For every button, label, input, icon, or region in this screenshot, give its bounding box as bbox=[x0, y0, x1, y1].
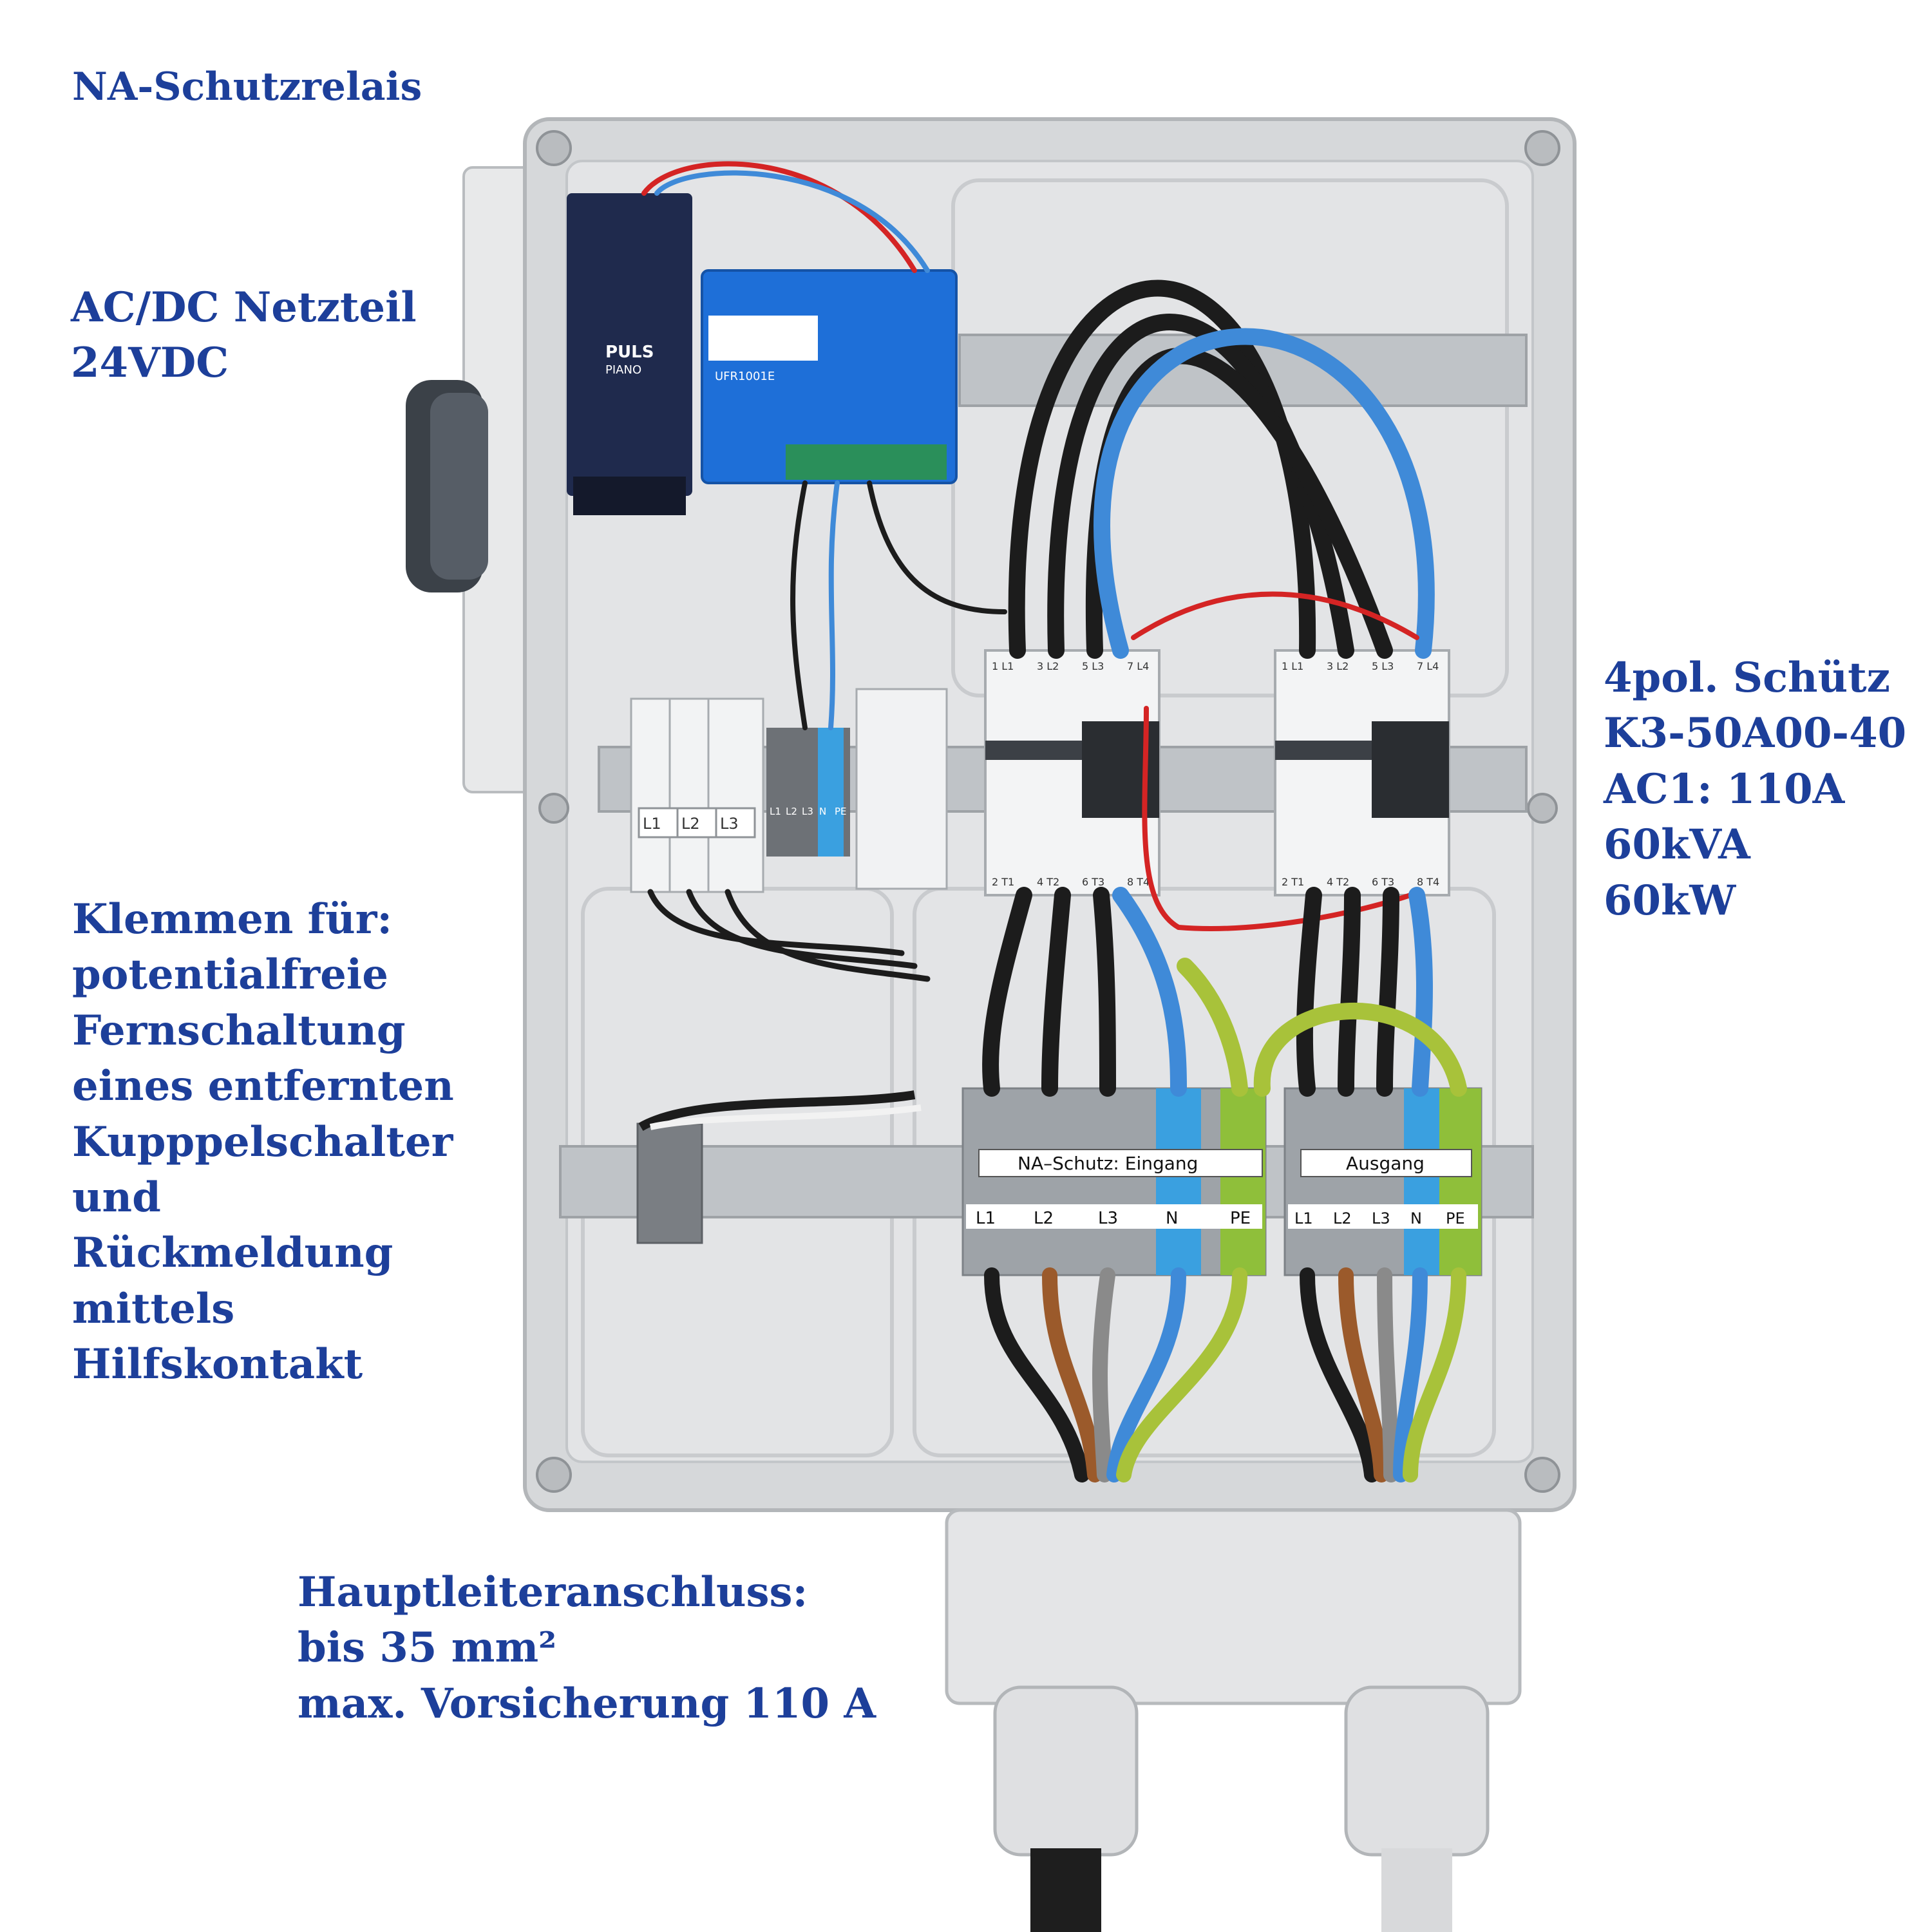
svg-text:4 T2: 4 T2 bbox=[1327, 876, 1349, 888]
psu-line: PIANO bbox=[605, 363, 641, 377]
incoming-cable-right bbox=[1381, 1848, 1452, 1932]
svg-text:NA–Schutz: Eingang: NA–Schutz: Eingang bbox=[1018, 1153, 1198, 1174]
remote-wires bbox=[638, 1090, 916, 1132]
svg-text:L1: L1 bbox=[643, 815, 661, 833]
annotation-terminals-line-9: Hilfskontakt bbox=[72, 1340, 363, 1389]
svg-text:PE: PE bbox=[1446, 1209, 1465, 1227]
output-terminal-strip: Ausgang L1 L2 L3 N PE bbox=[1283, 1087, 1482, 1276]
screw-top-right bbox=[1524, 130, 1560, 166]
annotation-psu-line-2: 24VDC bbox=[71, 339, 229, 388]
contactor-1: 1 L1 3 L2 5 L3 7 L4 2 T1 4 T2 6 T3 8 T4 bbox=[984, 649, 1160, 896]
corner-screws bbox=[536, 130, 1560, 1493]
annotation-contactor-line-2: K3-50A00-40 bbox=[1604, 709, 1907, 758]
annotation-terminals-line-7: Rückmeldung bbox=[72, 1229, 393, 1278]
svg-text:6 T3: 6 T3 bbox=[1082, 876, 1104, 888]
svg-text:N: N bbox=[1166, 1209, 1178, 1228]
psu-module bbox=[567, 193, 692, 496]
svg-text:5 L3: 5 L3 bbox=[1082, 660, 1104, 672]
annotation-terminals-line-4: eines entfernten bbox=[72, 1062, 454, 1111]
annotation-terminals-line-3: Fernschaltung bbox=[72, 1006, 406, 1055]
svg-text:L1: L1 bbox=[976, 1209, 996, 1228]
annotation-terminals-line-2: potentialfreie bbox=[72, 951, 388, 999]
input-terminal-strip: NA–Schutz: Eingang L1 L2 L3 N PE bbox=[961, 1087, 1267, 1276]
annotation-main-conductor-line-2: bis 35 mm² bbox=[298, 1624, 557, 1672]
svg-text:L3: L3 bbox=[1372, 1209, 1390, 1227]
small-terminal-block: L1 L2 L3 N PE bbox=[766, 728, 850, 857]
svg-text:N: N bbox=[819, 806, 826, 817]
svg-text:7 L4: 7 L4 bbox=[1417, 660, 1439, 672]
cable-gland-right bbox=[1344, 1685, 1490, 1857]
na-relay-model: UFR1001E bbox=[715, 370, 775, 383]
svg-text:N: N bbox=[1410, 1209, 1422, 1227]
cable-gland-left bbox=[993, 1685, 1139, 1857]
annotation-terminals-line-6: und bbox=[72, 1173, 161, 1222]
na-relay-base bbox=[786, 444, 947, 480]
svg-text:L1: L1 bbox=[770, 806, 781, 817]
svg-text:L2: L2 bbox=[681, 815, 700, 833]
incoming-wires bbox=[984, 1267, 1466, 1482]
svg-text:L2: L2 bbox=[786, 806, 797, 817]
annotation-terminals-line-5: Kupppelschalter bbox=[72, 1117, 453, 1166]
annotation-relay: NA-Schutzrelais bbox=[72, 61, 422, 113]
svg-text:L3: L3 bbox=[1098, 1209, 1118, 1228]
annotation-main-conductor-line-1: Hauptleiteranschluss: bbox=[298, 1568, 808, 1616]
screw-mid-left bbox=[538, 793, 569, 824]
svg-text:PE: PE bbox=[835, 806, 847, 817]
contactor-2: 1 L1 3 L2 5 L3 7 L4 2 T1 4 T2 6 T3 8 T4 bbox=[1274, 649, 1450, 896]
incoming-cable-left bbox=[1030, 1848, 1101, 1932]
screw-bottom-left bbox=[536, 1457, 572, 1493]
contactor-loop-wires bbox=[1008, 279, 1435, 659]
annotation-psu-line-1: AC/DC Netzteil bbox=[71, 283, 417, 332]
svg-text:2 T1: 2 T1 bbox=[992, 876, 1014, 888]
svg-text:3 L2: 3 L2 bbox=[1037, 660, 1059, 672]
svg-text:1 L1: 1 L1 bbox=[1282, 660, 1303, 672]
annotation-terminals-line-8: mittels bbox=[72, 1284, 235, 1333]
rotary-switch-knob-face bbox=[430, 393, 488, 580]
annotation-contactor-line-4: 60kVA bbox=[1604, 820, 1750, 869]
annotation-contactor-line-5: 60kW bbox=[1604, 876, 1736, 925]
psu-brand: PULS bbox=[605, 343, 654, 362]
auxiliary-relay bbox=[855, 688, 948, 890]
annotation-terminals: Klemmen für: potentialfreie Fernschaltun… bbox=[72, 892, 454, 1393]
annotation-terminals-line-1: Klemmen für: bbox=[72, 895, 393, 943]
screw-top-left bbox=[536, 130, 572, 166]
svg-text:3 L2: 3 L2 bbox=[1327, 660, 1349, 672]
cable-gland-box bbox=[945, 1508, 1522, 1705]
svg-text:L2: L2 bbox=[1034, 1209, 1054, 1228]
svg-text:L1: L1 bbox=[1294, 1209, 1313, 1227]
annotation-main-conductor-line-3: max. Vorsicherung 110 A bbox=[298, 1679, 876, 1728]
remote-terminal-block bbox=[636, 1122, 703, 1244]
breaker-wires bbox=[647, 889, 931, 982]
na-relay-display bbox=[708, 316, 818, 361]
annotation-contactor: 4pol. Schütz K3-50A00-40 AC1: 110A 60kVA… bbox=[1604, 650, 1906, 929]
svg-text:L2: L2 bbox=[1333, 1209, 1352, 1227]
annotation-main-conductor: Hauptleiteranschluss: bis 35 mm² max. Vo… bbox=[298, 1565, 876, 1732]
annotation-psu: AC/DC Netzteil 24VDC bbox=[71, 280, 417, 392]
annotation-contactor-line-3: AC1: 110A bbox=[1604, 764, 1845, 813]
annotation-contactor-line-1: 4pol. Schütz bbox=[1604, 654, 1890, 702]
svg-text:7 L4: 7 L4 bbox=[1127, 660, 1149, 672]
contactor-terminal-wires bbox=[982, 887, 1467, 1097]
svg-text:8 T4: 8 T4 bbox=[1417, 876, 1439, 888]
svg-text:L3: L3 bbox=[802, 806, 813, 817]
svg-text:1 L1: 1 L1 bbox=[992, 660, 1014, 672]
svg-text:PE: PE bbox=[1230, 1209, 1251, 1228]
svg-text:4 T2: 4 T2 bbox=[1037, 876, 1059, 888]
annotation-relay-line: NA-Schutzrelais bbox=[72, 64, 422, 109]
svg-text:Ausgang: Ausgang bbox=[1346, 1153, 1425, 1174]
circuit-breakers: L1 L2 L3 bbox=[630, 697, 764, 893]
screw-bottom-right bbox=[1524, 1457, 1560, 1493]
svg-text:L3: L3 bbox=[720, 815, 739, 833]
svg-text:2 T1: 2 T1 bbox=[1282, 876, 1304, 888]
svg-text:6 T3: 6 T3 bbox=[1372, 876, 1394, 888]
svg-text:5 L3: 5 L3 bbox=[1372, 660, 1394, 672]
screw-mid-right bbox=[1527, 793, 1558, 824]
psu-heatsink bbox=[573, 477, 686, 515]
svg-text:8 T4: 8 T4 bbox=[1127, 876, 1150, 888]
